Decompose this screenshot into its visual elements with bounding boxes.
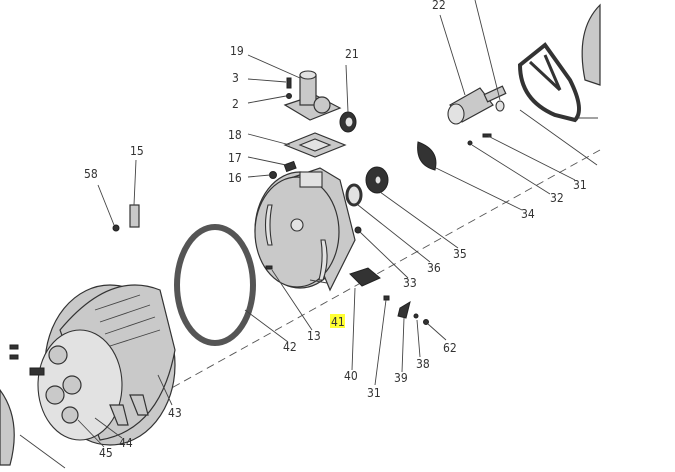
front-cover	[581, 3, 601, 86]
label-62: 62	[443, 341, 457, 355]
label-13: 13	[307, 329, 321, 343]
ejector	[447, 85, 507, 125]
plate	[397, 300, 411, 319]
label-31: 31	[573, 178, 587, 192]
label-21: 21	[345, 47, 359, 61]
label-40: 40	[344, 369, 358, 383]
label-3: 3	[232, 71, 239, 85]
label-22: 22	[432, 0, 446, 12]
assembly-axis	[149, 149, 601, 401]
fan-cover	[0, 388, 15, 466]
label-39: 39	[394, 371, 408, 385]
front-cover-frame	[517, 42, 581, 123]
part-labels: 22 19 21 3 2 18 17 16 15 58 31 32 34 35 …	[84, 0, 587, 460]
label-45: 45	[99, 446, 113, 460]
label-35: 35	[453, 247, 467, 261]
label-17: 17	[228, 151, 242, 165]
valve	[129, 204, 140, 228]
label-19: 19	[230, 44, 244, 58]
label-34: 34	[521, 207, 535, 221]
label-16: 16	[228, 171, 242, 185]
gasket	[174, 224, 256, 346]
label-41: 41	[331, 315, 345, 329]
label-32: 32	[550, 191, 564, 205]
label-31b: 31	[367, 386, 381, 400]
outlet-elbow	[283, 70, 342, 121]
pump-body	[254, 167, 356, 292]
label-38: 38	[416, 357, 430, 371]
label-36: 36	[427, 261, 441, 275]
seal-ring	[345, 183, 363, 207]
label-42: 42	[283, 340, 297, 354]
label-15: 15	[130, 144, 144, 158]
label-33: 33	[403, 276, 417, 290]
label-44: 44	[119, 436, 133, 450]
screw	[9, 344, 19, 350]
leader-lines	[19, 0, 598, 469]
highlight-41	[330, 314, 345, 328]
label-2: 2	[232, 97, 239, 111]
label-43: 43	[168, 406, 182, 420]
label-18: 18	[228, 128, 242, 142]
diaphragm	[417, 141, 437, 171]
motor-housing	[29, 284, 176, 446]
terminal-box	[349, 267, 381, 287]
label-58: 58	[84, 167, 98, 181]
